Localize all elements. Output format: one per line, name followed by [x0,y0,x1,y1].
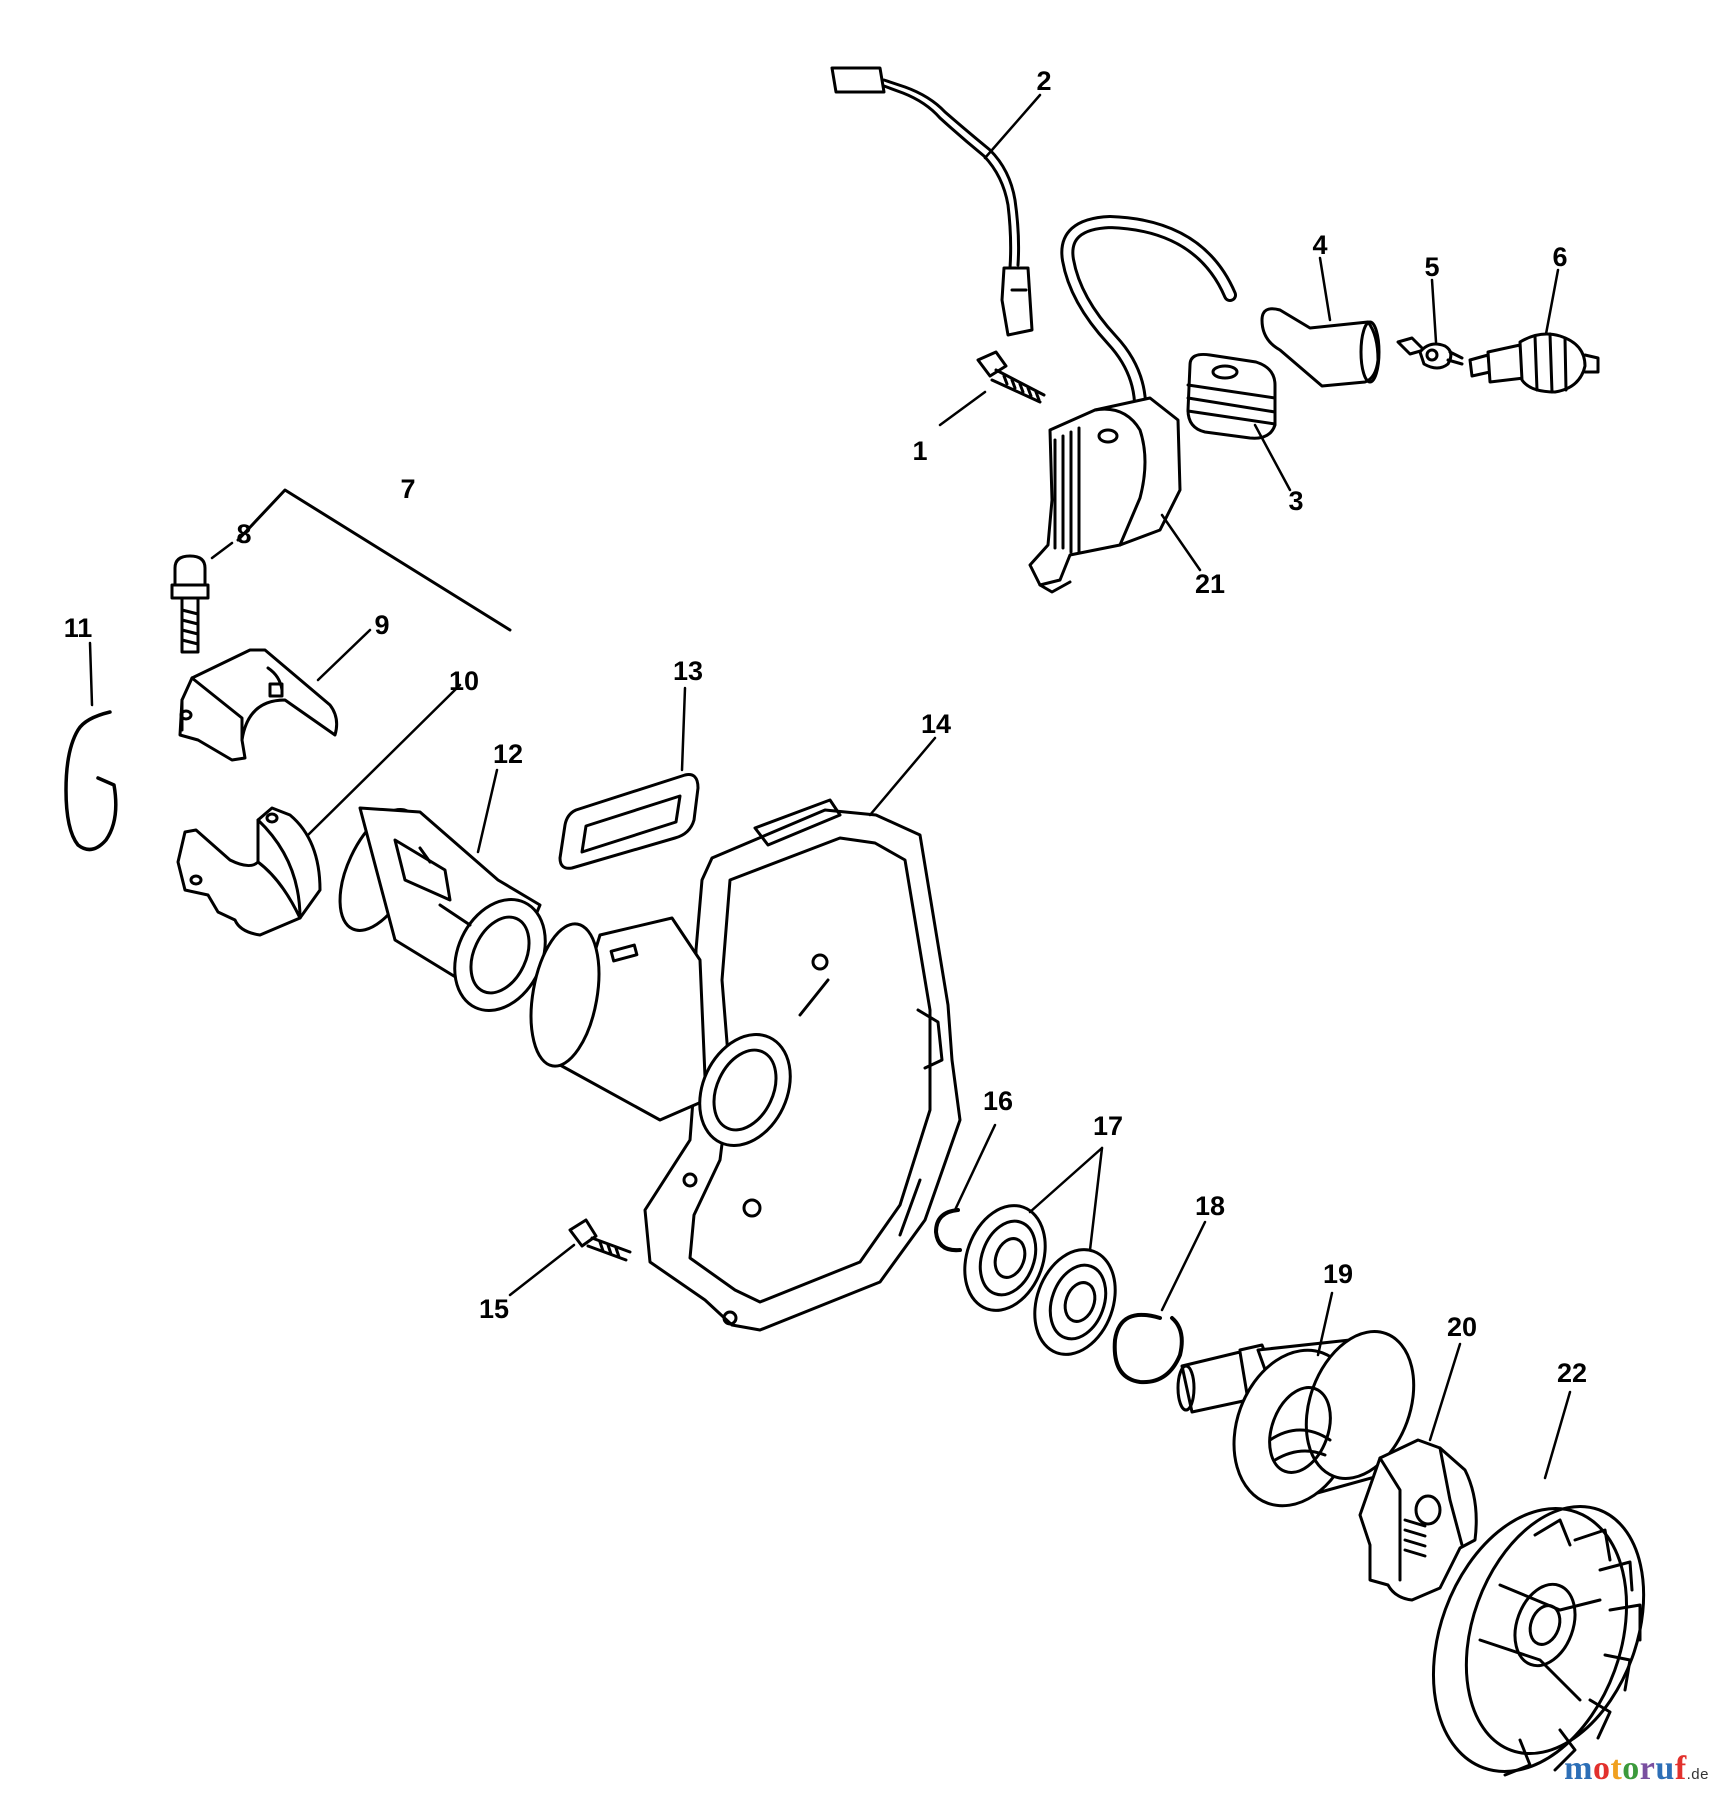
part-20-clutch-shoes [1358,1438,1478,1602]
part-22-flywheel [1431,1504,1646,1777]
part-13-label [558,773,700,870]
part-18-circlip [1112,1312,1184,1385]
callout-2: 2 [1036,66,1051,96]
callout-7: 7 [400,474,415,504]
part-19-clutch-drum [1176,1330,1416,1508]
part-17-bearings [963,1204,1117,1356]
part-2-ignition-wire [830,66,1034,337]
part-7-bracket [236,488,512,632]
brand-watermark: motoruf.de [1564,1750,1709,1788]
callout-9: 9 [374,610,389,640]
callout-15: 15 [479,1294,509,1324]
part-4-plug-cap [1260,307,1381,388]
part-11-hairpin-clip [64,710,118,852]
part-9-upper-clamp [178,648,339,762]
callout-18: 18 [1195,1191,1225,1221]
callout-22: 22 [1557,1358,1587,1388]
part-12-adapter-boot [338,806,547,1012]
part-6-spark-plug [1468,332,1600,394]
brand-tld: .de [1686,1766,1709,1783]
part-1-screw [976,350,1046,404]
callout-21: 21 [1195,569,1225,599]
callout-labels: 1 2 3 4 5 6 7 8 9 10 11 12 13 14 15 16 1… [64,66,1587,1388]
part-14-fan-housing [529,798,962,1332]
callout-13: 13 [673,656,703,686]
callout-1: 1 [912,436,927,466]
callout-11: 11 [64,613,93,643]
part-10-lower-clamp [176,806,322,937]
part-15-screw [568,1218,632,1262]
callout-14: 14 [921,709,951,739]
part-8-bolt [170,554,210,654]
callout-20: 20 [1447,1312,1477,1342]
callout-12: 12 [493,739,523,769]
callout-5: 5 [1424,252,1439,282]
part-21-ignition-coil [1028,215,1237,594]
leader-lines [88,93,1572,1480]
callout-8: 8 [236,519,251,549]
callout-3: 3 [1288,486,1303,516]
part-5-connector [1396,336,1464,370]
callout-4: 4 [1312,230,1327,260]
callout-10: 10 [449,666,479,696]
callout-17: 17 [1093,1111,1123,1141]
callout-6: 6 [1552,242,1567,272]
part-16-snap-ring [934,1208,962,1253]
brand-name: motoruf [1564,1750,1687,1787]
callout-19: 19 [1323,1259,1353,1289]
part-3-spacer-block [1186,353,1277,440]
callout-16: 16 [983,1086,1013,1116]
